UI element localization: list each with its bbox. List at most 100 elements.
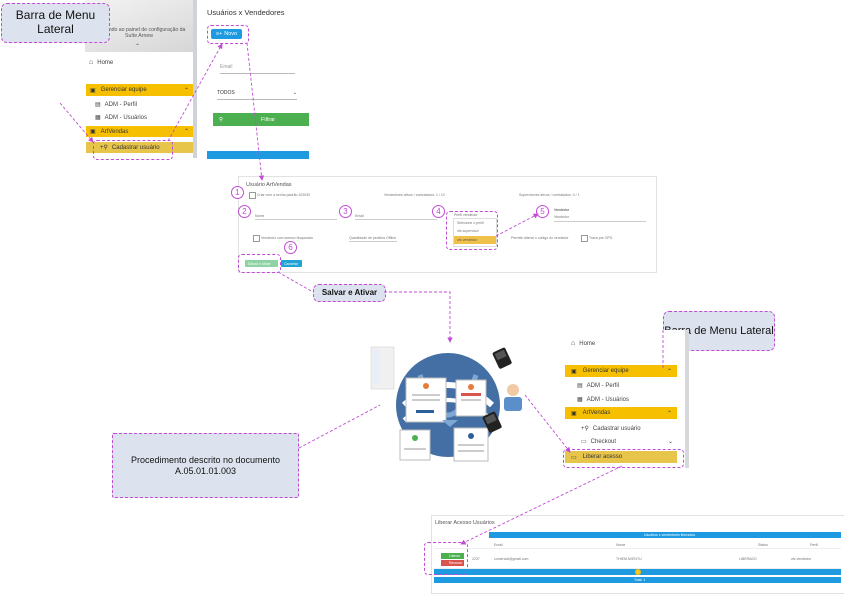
unlock-icon: ▭ xyxy=(571,454,577,461)
email-placeholder: Email xyxy=(220,64,233,70)
highlight-approve-reject xyxy=(424,542,468,575)
person-icon: ▣ xyxy=(90,87,96,94)
offline-orders-field[interactable]: Quantidade de pedidos Offline xyxy=(349,234,397,242)
marker-1: 1 xyxy=(231,186,244,199)
callout-procedure: Procedimento descrito no documento A.05.… xyxy=(112,433,299,498)
status-select-value: TODOS xyxy=(217,90,235,96)
sidebar-item-usuarios[interactable]: ▦ ADM - Usuários xyxy=(577,396,629,404)
sidebar-item-home[interactable]: ⌂ Home xyxy=(571,340,595,347)
vendedor-label: Vendedor xyxy=(554,208,569,212)
reject-button[interactable]: Recusar xyxy=(441,560,464,566)
email-field[interactable]: Email xyxy=(220,64,295,74)
person-add-icon: +⚲ xyxy=(581,426,589,432)
store-icon: ▣ xyxy=(90,129,96,135)
form-title: Usuário ArtVendas xyxy=(246,182,292,188)
sidebar-group-label: Gerenciar equipe xyxy=(100,87,147,93)
home-icon: ⌂ xyxy=(571,340,576,347)
column-header: Perfil xyxy=(810,543,818,547)
highlight-cadastrar xyxy=(93,140,173,160)
person-icon: ▣ xyxy=(571,368,577,375)
sidebar-right: ⌂ Home ▣ Gerenciar equipe ⌃ ▤ ADM - Perf… xyxy=(563,330,689,468)
results-bar xyxy=(207,151,309,159)
profile-dropdown[interactable]: Selecione o perfil ofs supervisor ofs ve… xyxy=(453,218,497,247)
vendedor-placeholder: Vendedor xyxy=(554,215,569,219)
sidebar-item-home[interactable]: ⌂ Home xyxy=(89,59,113,66)
sidebar-item-checkout[interactable]: ▭ Checkout ⌄ xyxy=(581,438,673,446)
system-illustration xyxy=(370,345,526,463)
save-activate-button[interactable]: Salvar e Ativar xyxy=(245,260,278,267)
table-icon: ▦ xyxy=(577,397,583,403)
sidebar-group-label: ArtVendas xyxy=(582,410,611,416)
callout-text: Barra de Menu Lateral xyxy=(15,8,96,36)
column-header: Status xyxy=(758,543,768,547)
sidebar-item-liberar[interactable]: ▭ Liberar acesso xyxy=(565,451,677,463)
access-banner-text: Usuários x vendedores liberados xyxy=(644,533,695,537)
sidebar-item-perfil[interactable]: ▤ ADM - Perfil xyxy=(95,101,137,109)
sellers-count: Vendedores ativos / contratados: 1 / 10 xyxy=(384,193,445,197)
sidebar-item-label: ADM - Usuários xyxy=(104,114,148,121)
marker-5: 5 xyxy=(536,205,549,218)
access-banner: Usuários x vendedores liberados xyxy=(489,532,841,538)
sidebar-item-cadastrar[interactable]: +⚲ Cadastrar usuário xyxy=(581,425,641,433)
gps-checkbox[interactable] xyxy=(581,235,588,242)
highlight-profile-dropdown xyxy=(446,211,498,250)
row-profile: ofs vendedor xyxy=(791,557,812,561)
sidebar-item-cadastrar[interactable]: +⚲ Cadastrar usuário xyxy=(86,142,193,153)
sidebar-item-label: Cadastrar usuário xyxy=(111,144,160,151)
access-panel: Liberar Acesso Usuários Usuários x vende… xyxy=(431,515,844,594)
reject-label: Recusar xyxy=(449,561,463,565)
list-icon: ▤ xyxy=(577,383,583,389)
profile-option[interactable]: ofs supervisor xyxy=(457,229,479,233)
new-button[interactable]: ≡+ Novo xyxy=(211,29,242,39)
name-field[interactable]: Nome xyxy=(255,211,337,220)
sidebar-group-gerenciar[interactable]: ▣ Gerenciar equipe ⌃ xyxy=(565,365,677,377)
row-name: THIEM AVENTU xyxy=(616,557,642,561)
users-panel: Usuários x Vendedores ≡+ Novo Email TODO… xyxy=(198,0,313,160)
footer-bar: Total: 1 xyxy=(434,577,841,583)
person-add-icon: +⚲ xyxy=(100,145,108,151)
supervisors-count: Supervisores ativos / contratados: 0 / 1 xyxy=(519,193,580,197)
vendedor-field[interactable]: Vendedor xyxy=(554,213,646,222)
name-field-label: Nome xyxy=(255,214,265,218)
globe-illustration xyxy=(370,346,522,462)
blocked-checkbox[interactable] xyxy=(253,235,260,242)
store-icon: ▣ xyxy=(571,410,577,417)
sidebar-group-artvendas[interactable]: ▣ ArtVendas ⌃ xyxy=(565,407,677,419)
page-number[interactable]: 1 xyxy=(635,569,641,575)
highlight-liberar xyxy=(563,449,684,468)
chevron-up-icon[interactable]: ⌃ xyxy=(135,44,141,50)
profile-option-selected[interactable]: ofs vendedor xyxy=(454,236,496,244)
sidebar-item-perfil[interactable]: ▤ ADM - Perfil xyxy=(577,382,619,390)
approve-button[interactable]: Liberar xyxy=(441,553,464,559)
row-email: comercial@gmail.com xyxy=(494,557,529,561)
callout-text: Procedimento descrito no documento A.05.… xyxy=(130,455,281,476)
sidebar-item-label: Cadastrar usuário xyxy=(592,425,641,432)
default-password-label: Criar com a senha padrão 102030 xyxy=(257,193,311,197)
filter-button-label: Filtrar xyxy=(261,116,276,123)
default-password-checkbox[interactable] xyxy=(249,192,256,199)
profile-option[interactable]: Selecione o perfil xyxy=(457,221,484,225)
highlight-new-button xyxy=(207,25,249,44)
checkout-icon: ▭ xyxy=(581,439,587,445)
callout-sidebar-top: Barra de Menu Lateral xyxy=(1,3,110,43)
callout-text: Barra de Menu Lateral xyxy=(664,324,774,337)
filter-button[interactable]: ⚲ Filtrar xyxy=(213,113,309,126)
home-icon: ⌂ xyxy=(89,59,94,66)
highlight-save-button xyxy=(238,254,281,273)
row-status: LIBERADO xyxy=(739,557,757,561)
email-field[interactable]: Email xyxy=(355,211,437,220)
sidebar-item-usuarios[interactable]: ▦ ADM - Usuários xyxy=(95,114,148,122)
sidebar-item-label: Checkout xyxy=(590,438,617,445)
status-select[interactable]: TODOS ⌄ xyxy=(217,90,297,100)
chevron-up-icon: ⌃ xyxy=(183,87,189,94)
cancel-button[interactable]: Cancelar xyxy=(281,260,302,267)
offline-orders-label: Quantidade de pedidos Offline xyxy=(349,236,397,240)
allow-code-label: Permite alterar o código do vendedor xyxy=(511,236,569,240)
sidebar-group-gerenciar[interactable]: ▣ Gerenciar equipe ⌃ xyxy=(86,84,193,96)
page-title: Usuários x Vendedores xyxy=(207,8,285,17)
callout-save-activate: Salvar e Ativar xyxy=(313,284,386,302)
column-header: Email xyxy=(494,543,503,547)
table-icon: ▦ xyxy=(95,115,101,121)
sidebar-group-artvendas[interactable]: ▣ ArtVendas ⌃ xyxy=(86,126,193,137)
chevron-down-icon: ⌄ xyxy=(667,439,673,445)
